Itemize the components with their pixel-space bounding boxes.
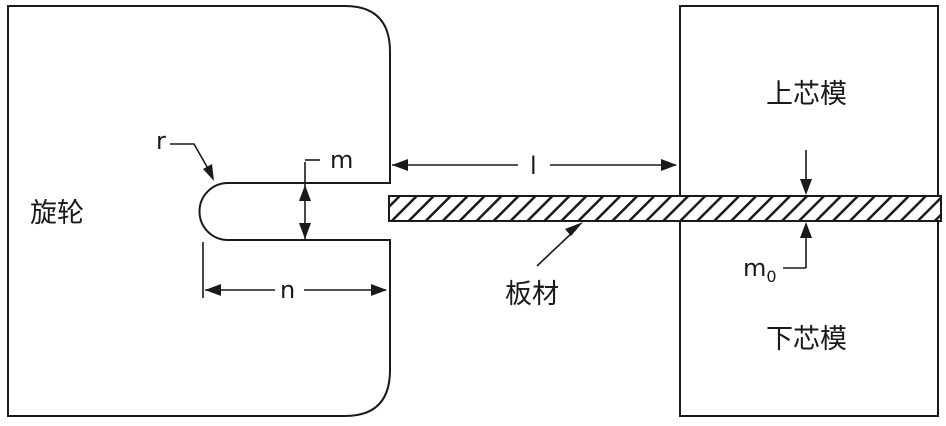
m-label: m [330,146,353,174]
upper-die-label: 上芯模 [766,79,847,110]
m0-label-subscript: 0 [766,267,776,286]
radius-leader [170,143,214,181]
spinning-wheel-outline [7,5,391,417]
sheet-leader [536,222,583,267]
spinning-wheel-label: 旋轮 [30,198,84,229]
dimension-n [202,242,387,298]
lower-die-block [679,220,939,417]
n-label: n [280,276,295,304]
l-label: l [530,152,537,180]
dimension-m0 [783,150,812,269]
sheet-material [388,195,942,222]
m0-label: m0 [743,254,777,286]
dimension-m [299,159,320,240]
dimension-l [392,159,677,171]
radius-label: r [156,127,166,155]
m0-label-main: m [743,254,766,282]
sheet-label: 板材 [505,279,559,310]
lower-die-label: 下芯模 [766,324,847,355]
